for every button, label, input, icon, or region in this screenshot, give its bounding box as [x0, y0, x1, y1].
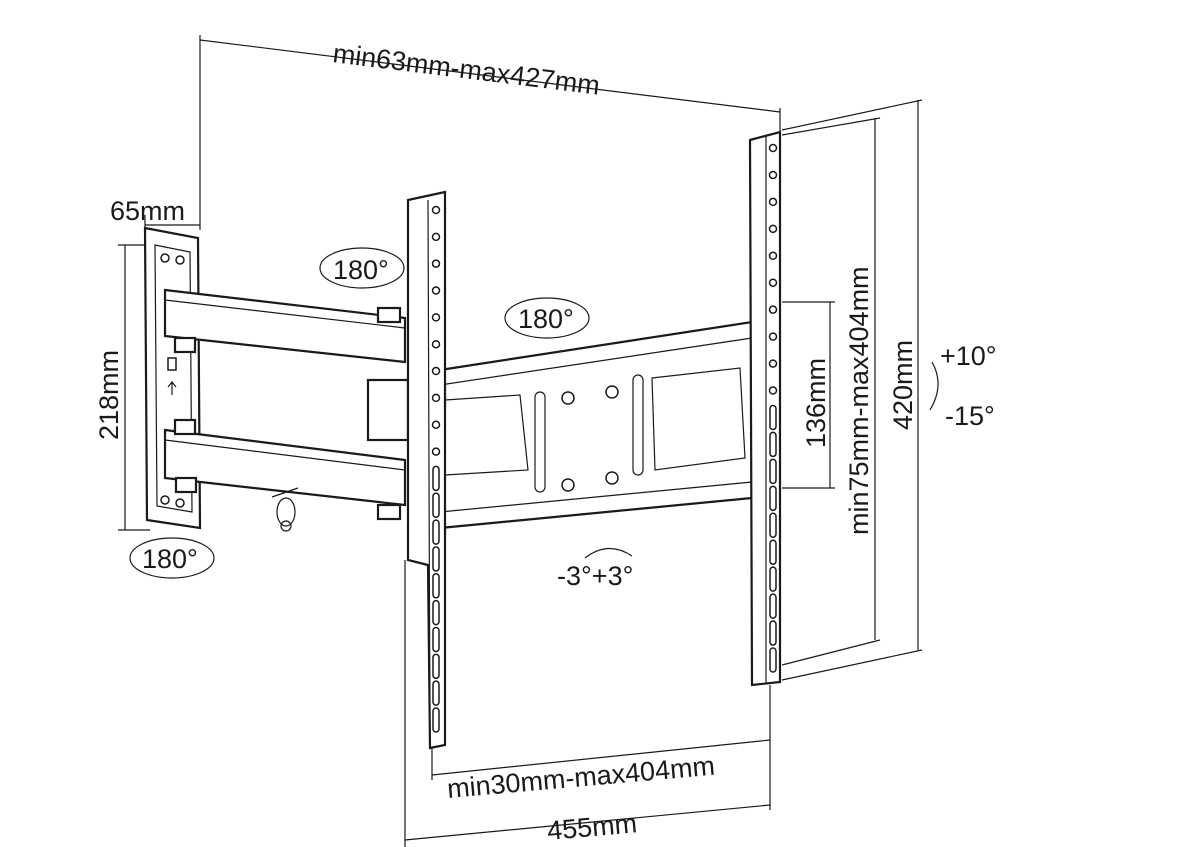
- rail-hole: [769, 431, 777, 458]
- rail-hole: [768, 143, 778, 153]
- tilt-down-label: -15°: [945, 401, 995, 431]
- wall-depth-label: 65mm: [110, 196, 185, 226]
- tilt-indicator: +10° -15°: [929, 341, 997, 431]
- rail-hole: [769, 566, 777, 592]
- inner-height-label: 136mm: [801, 358, 831, 448]
- bracket-height-label: 420mm: [888, 340, 918, 430]
- vesa-width-label: min63mm-max427mm: [331, 38, 601, 101]
- arm-joint: [366, 378, 410, 442]
- cross-plate: [438, 320, 754, 530]
- rail-hole: [431, 286, 441, 295]
- wall-height-label: 218mm: [94, 350, 124, 440]
- rail-hole: [431, 339, 441, 349]
- rail-hole: [431, 420, 441, 429]
- extension-dimension: min30mm-max404mm: [431, 685, 771, 804]
- tilt-up-label: +10°: [940, 341, 997, 371]
- rail-hole: [432, 707, 440, 733]
- bracket-height-dimension: 420mm: [781, 99, 923, 681]
- rail-hole: [431, 313, 441, 322]
- rail-hole: [768, 359, 778, 368]
- rail-hole: [769, 620, 777, 646]
- extension-label: min30mm-max404mm: [446, 751, 716, 804]
- right-rail: [748, 130, 782, 687]
- wall-height-dimension: 218mm: [94, 244, 150, 531]
- rail-hole: [769, 512, 777, 539]
- rail-hole: [769, 593, 777, 619]
- rail-hole: [432, 599, 440, 626]
- rail-hole: [431, 393, 441, 403]
- head-swivel-label: 180°: [518, 304, 574, 334]
- rail-hole: [768, 224, 778, 234]
- level-adjust-label: -3°+3°: [557, 561, 633, 591]
- rail-hole: [432, 653, 440, 680]
- lower-arm: [163, 418, 407, 521]
- rail-hole: [432, 519, 440, 545]
- rail-hole: [432, 680, 440, 706]
- rail-hole: [769, 485, 777, 512]
- rail-hole: [769, 404, 777, 431]
- rail-hole: [768, 251, 778, 261]
- rail-hole: [432, 573, 440, 599]
- rail-hole: [768, 170, 778, 180]
- wall-depth-dimension: 65mm: [110, 196, 200, 232]
- rail-hole: [431, 205, 441, 215]
- head-swivel-indicator: 180°: [504, 297, 590, 339]
- arm-swivel-label: 180°: [333, 255, 389, 285]
- rail-hole: [768, 278, 778, 287]
- cable-clip: [271, 487, 299, 532]
- rail-hole: [769, 647, 777, 673]
- rail-hole: [432, 546, 440, 572]
- rail-hole: [432, 492, 440, 519]
- rail-hole: [432, 465, 440, 492]
- wall-swivel-label: 180°: [142, 544, 198, 574]
- arm-swivel-indicator: 180°: [319, 247, 405, 289]
- max-extension-label: 455mm: [546, 808, 638, 846]
- inner-height-dimension: 136mm: [782, 301, 835, 489]
- left-rail: [406, 190, 447, 750]
- top-dimension: min63mm-max427mm: [199, 35, 781, 230]
- rail-hole: [768, 197, 778, 207]
- max-extension-dimension: 455mm: [404, 560, 771, 847]
- rail-hole: [432, 626, 440, 653]
- rail-hole: [769, 458, 777, 485]
- rail-hole: [768, 332, 778, 341]
- rail-hole: [431, 447, 441, 456]
- rail-hole: [431, 232, 441, 242]
- upper-arm: [163, 288, 407, 364]
- rail-hole: [768, 386, 778, 395]
- rail-hole: [768, 305, 778, 314]
- level-indicator: -3°+3°: [557, 547, 633, 591]
- rail-hole: [769, 539, 777, 565]
- vesa-height-dimension: min75mm-max404mm: [781, 117, 881, 666]
- rail-hole: [431, 259, 441, 268]
- wall-swivel-indicator: 180°: [129, 537, 215, 579]
- rail-hole: [431, 366, 441, 376]
- vesa-height-label: min75mm-max404mm: [844, 266, 874, 535]
